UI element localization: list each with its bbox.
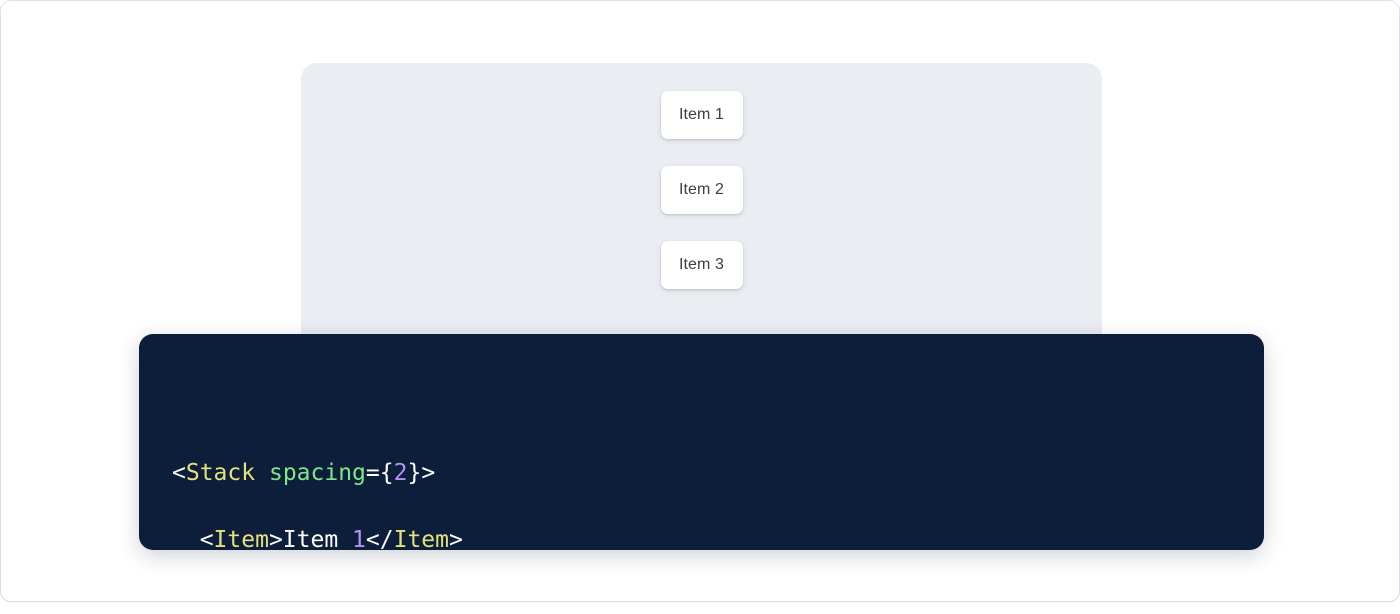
stack-item-card[interactable]: Item 2: [660, 166, 743, 214]
stack-item-card[interactable]: Item 1: [660, 91, 743, 139]
code-token-punct: >: [421, 459, 436, 486]
code-token-punct: >: [449, 526, 463, 551]
code-token-attr: spacing: [268, 459, 366, 486]
code-token-punct: <: [172, 526, 214, 551]
code-token-tag: Item: [213, 526, 269, 551]
code-token-brace: }: [407, 459, 422, 486]
code-token-num: 1: [352, 526, 366, 551]
component-preview-panel: Item 1 Item 2 Item 3: [301, 63, 1102, 383]
stack-item-label: Item 1: [678, 106, 725, 123]
code-content: <Stack spacing={2}> <Item>Item 1</Item> …: [139, 356, 1264, 551]
code-token-punct: =: [365, 459, 380, 486]
code-token-num: 2: [393, 459, 408, 486]
stack-item-card[interactable]: Item 3: [660, 241, 743, 289]
code-token-punct: </: [365, 526, 394, 551]
code-token-punct: <: [172, 459, 186, 486]
code-line: <Item>Item 1</Item>: [172, 524, 1264, 551]
stack-item-label: Item 3: [678, 256, 725, 273]
code-line: <Stack spacing={2}>: [172, 457, 1264, 491]
code-token-tag: Item: [393, 526, 449, 551]
stack-item-label: Item 2: [678, 181, 725, 198]
code-token-text: Item: [282, 526, 353, 551]
code-token-punct: >: [268, 526, 283, 551]
code-token-brace: {: [379, 459, 394, 486]
code-snippet-block[interactable]: <Stack spacing={2}> <Item>Item 1</Item> …: [139, 334, 1264, 550]
code-token-tag: Stack: [185, 459, 256, 486]
code-token-text: [255, 460, 269, 486]
stack-component: Item 1 Item 2 Item 3: [301, 91, 1102, 289]
